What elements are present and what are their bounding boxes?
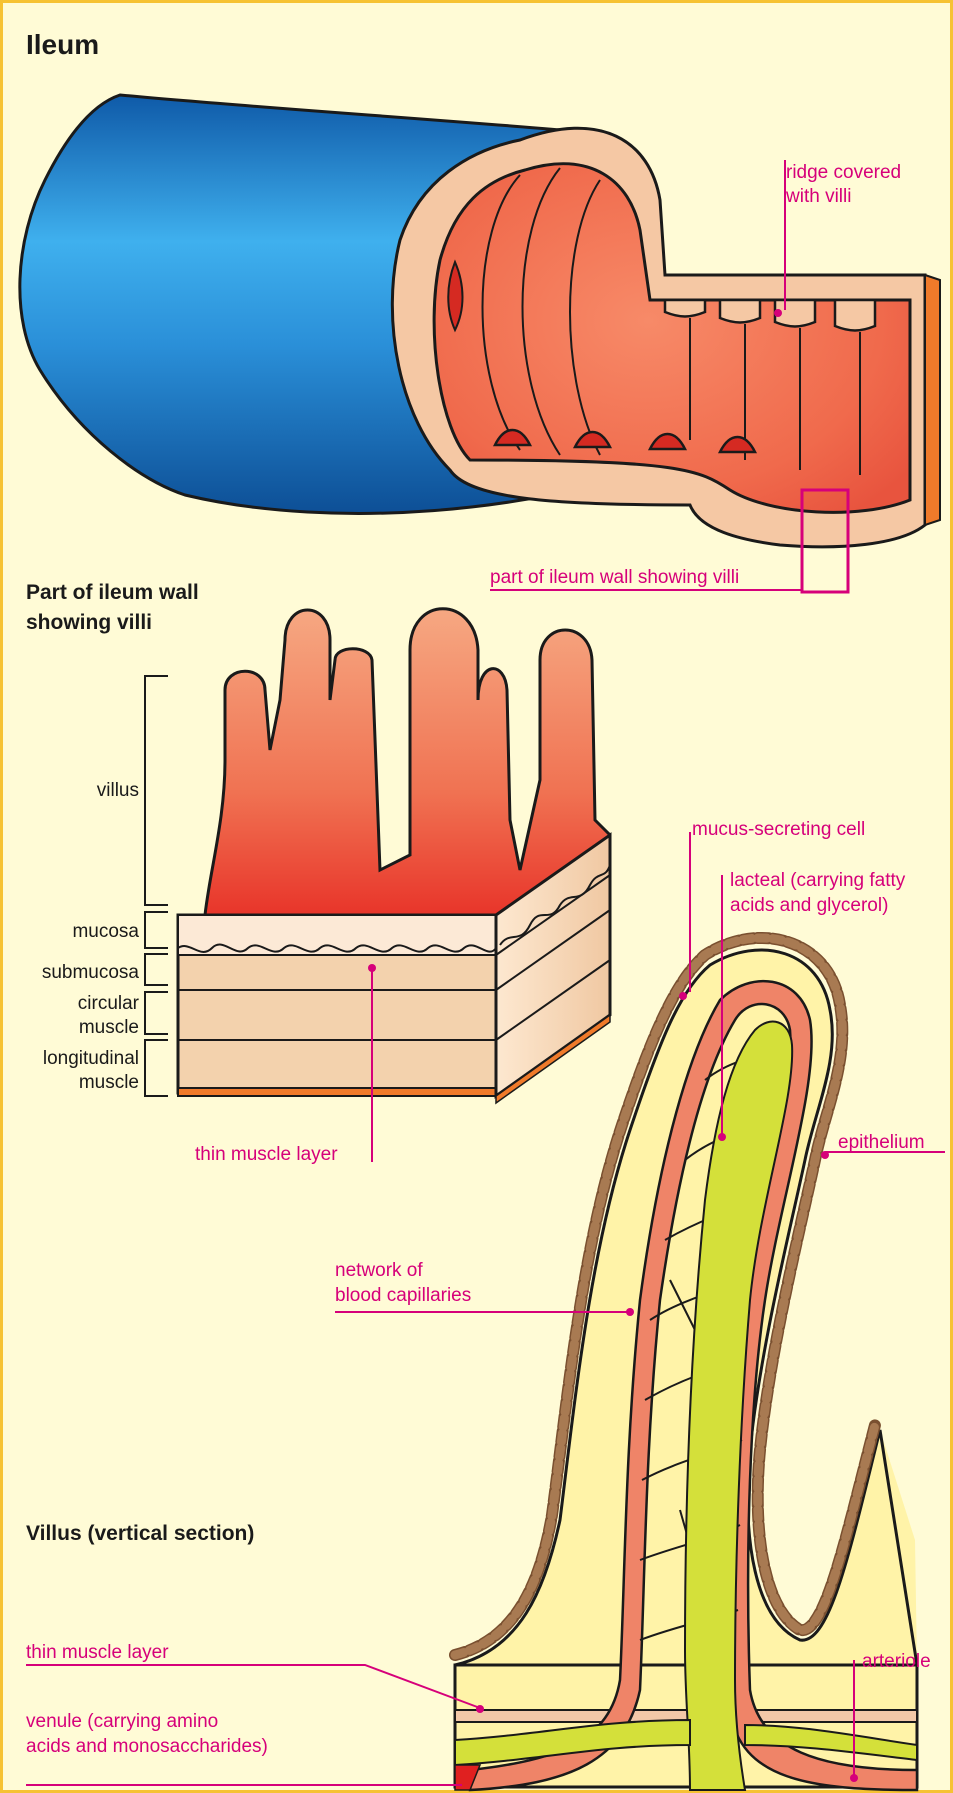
wall-title-line1: Part of ileum wall [26, 581, 199, 604]
ridge-label-line2: with villi [785, 186, 851, 207]
mucus-cell-label: mucus-secreting cell [692, 819, 865, 840]
lacteal-label-line2: acids and glycerol) [730, 895, 888, 916]
venule-label-line2: acids and monosaccharides) [26, 1736, 268, 1757]
ileum-title: Ileum [26, 29, 99, 60]
circular-label-line2: muscle [79, 1017, 139, 1038]
lacteal-label-line1: lacteal (carrying fatty [730, 870, 906, 891]
thin-muscle-label-wall: thin muscle layer [195, 1144, 338, 1165]
wall-part-label: part of ileum wall showing villi [490, 567, 739, 588]
epithelium-label: epithelium [838, 1132, 925, 1153]
wall-title-line2: showing villi [26, 611, 152, 634]
thin-muscle-label-villus: thin muscle layer [26, 1642, 169, 1663]
longitudinal-label-line1: longitudinal [43, 1048, 139, 1069]
capillaries-label-line1: network of [335, 1260, 423, 1281]
ridge-label-line1: ridge covered [786, 162, 901, 183]
venule-label-line1: venule (carrying amino [26, 1711, 218, 1732]
outer-wall-edge [925, 275, 940, 525]
longitudinal-label-line2: muscle [79, 1072, 139, 1093]
arteriole-label: arteriole [862, 1651, 931, 1672]
villus-layer-label: villus [97, 780, 139, 801]
submucosa-label: submucosa [42, 962, 140, 983]
capillaries-label-line2: blood capillaries [335, 1285, 471, 1306]
mucosa-label: mucosa [72, 921, 139, 942]
villus-section-title: Villus (vertical section) [26, 1522, 254, 1545]
circular-label-line1: circular [78, 993, 140, 1014]
